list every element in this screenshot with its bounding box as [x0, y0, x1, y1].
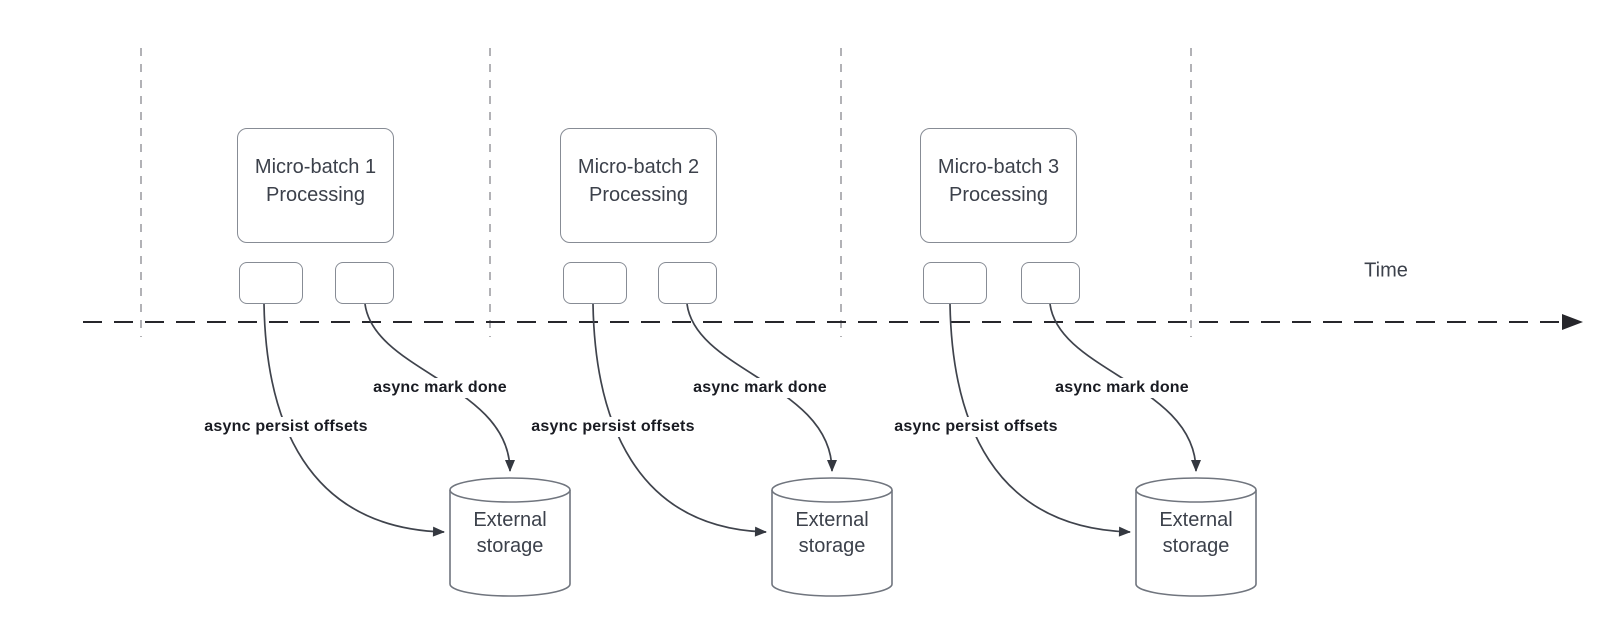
external-storage-label-2-line1: External — [795, 509, 869, 531]
micro-batch-1-box: Micro-batch 1 Processing — [237, 128, 394, 243]
mark-done-task-box-2 — [658, 262, 717, 304]
mark-done-task-box-1 — [335, 262, 394, 304]
mark-done-task-box-3 — [1021, 262, 1080, 304]
external-storage-label-2: External storage — [772, 507, 892, 559]
external-storage-label-1-line2: storage — [476, 535, 544, 557]
mark-done-edge-label-2: async mark done — [690, 378, 830, 398]
persist-offsets-edge-3 — [949, 303, 1131, 537]
external-storage-label-2-line2: storage — [798, 535, 866, 557]
external-storage-label-3: External storage — [1136, 507, 1256, 559]
external-storage-cylinder-1 — [449, 477, 571, 597]
persist-offsets-edge-label-2: async persist offsets — [528, 417, 698, 437]
persist-offsets-edge-1 — [263, 303, 445, 537]
external-storage-cylinder-2 — [771, 477, 893, 597]
persist-offsets-edge-label-3: async persist offsets — [891, 417, 1061, 437]
external-storage-label-1-line1: External — [473, 509, 547, 531]
micro-batch-3-box-label-line2: Processing — [949, 184, 1048, 206]
micro-batch-1-box-label-line2: Processing — [266, 184, 365, 206]
external-storage-label-3-line2: storage — [1162, 535, 1230, 557]
time-axis-label: Time — [1364, 259, 1408, 282]
micro-batch-2-box-label-line1: Micro-batch 2 — [577, 156, 700, 178]
micro-batch-3-box: Micro-batch 3 Processing — [920, 128, 1077, 243]
mark-done-edge-label-3: async mark done — [1052, 378, 1192, 398]
micro-batch-2-box-label-line2: Processing — [589, 184, 688, 206]
mark-done-edge-label-1: async mark done — [370, 378, 510, 398]
external-storage-label-3-line1: External — [1159, 509, 1233, 531]
offsets-task-box-1 — [239, 262, 303, 304]
offsets-task-box-2 — [563, 262, 627, 304]
micro-batch-3-box-label-line1: Micro-batch 3 — [937, 156, 1060, 178]
time-axis-arrowhead-icon — [1562, 314, 1583, 330]
persist-offsets-edge-2 — [592, 303, 767, 537]
micro-batch-1-box-label-line1: Micro-batch 1 — [254, 156, 377, 178]
offsets-task-box-3 — [923, 262, 987, 304]
persist-offsets-edge-label-1: async persist offsets — [201, 417, 371, 437]
external-storage-label-1: External storage — [450, 507, 570, 559]
external-storage-cylinder-3 — [1135, 477, 1257, 597]
micro-batch-2-box: Micro-batch 2 Processing — [560, 128, 717, 243]
